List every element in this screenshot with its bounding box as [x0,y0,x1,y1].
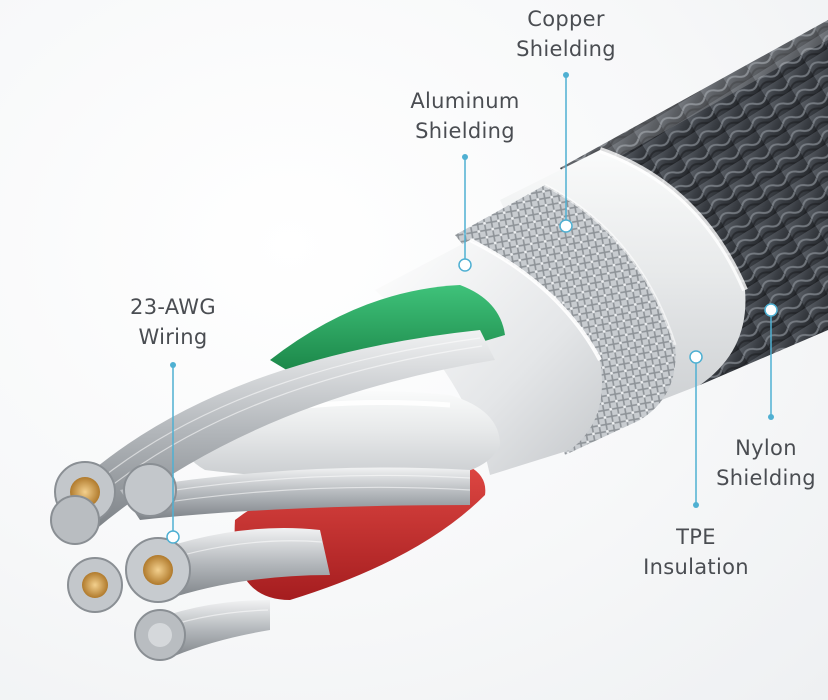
label-tpe-insulation: TPE Insulation [631,522,761,582]
label-nylon-shielding: Nylon Shielding [706,433,826,493]
callout-wiring [166,362,180,544]
callout-nylon [764,303,778,420]
label-copper-line2: Shielding [516,37,616,61]
label-nylon-line2: Shielding [716,466,816,490]
callout-copper [559,72,573,233]
label-copper-line1: Copper [527,7,605,31]
label-aluminum-line1: Aluminum [410,89,520,113]
callout-aluminum [458,154,472,272]
label-awg-wiring: 23-AWG Wiring [108,292,238,352]
label-wiring-line2: Wiring [138,325,208,349]
callouts [166,72,778,544]
callout-tpe [689,350,703,508]
label-aluminum-line2: Shielding [415,119,515,143]
label-nylon-line1: Nylon [735,436,797,460]
label-tpe-line1: TPE [676,525,716,549]
label-tpe-line2: Insulation [643,555,749,579]
label-wiring-line1: 23-AWG [130,295,216,319]
label-aluminum-shielding: Aluminum Shielding [395,86,535,146]
nylon-jacket [560,20,828,385]
strand-ends [50,461,191,661]
label-copper-shielding: Copper Shielding [496,4,636,64]
